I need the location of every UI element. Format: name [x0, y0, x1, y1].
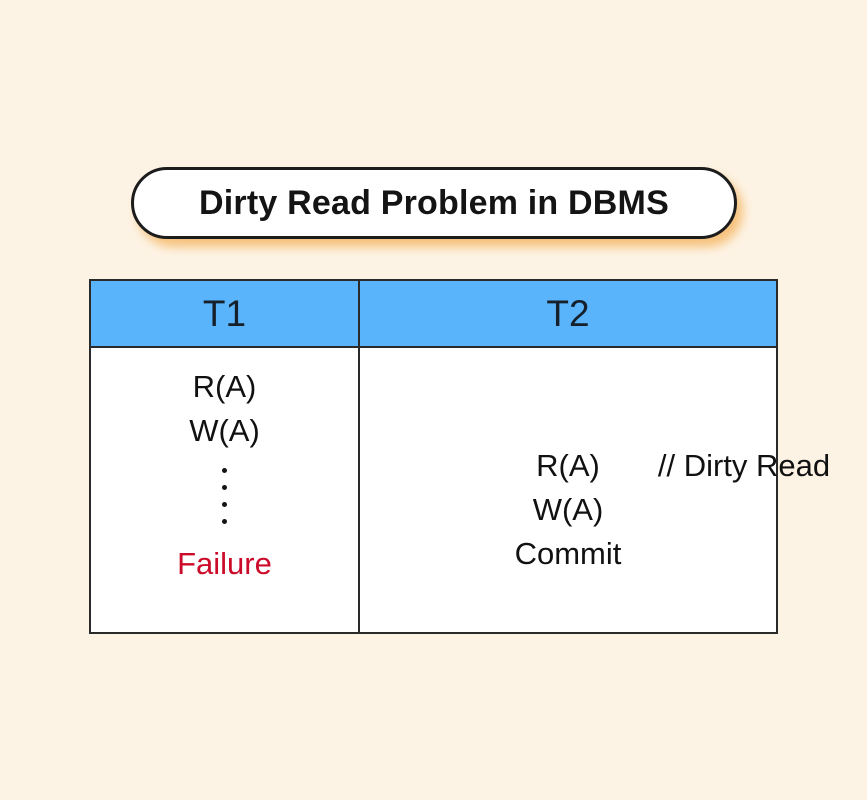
t2-row-commit: Commit [515, 532, 622, 576]
t2-row-write: W(A) [533, 488, 604, 532]
table-header-row: T1 T2 [91, 281, 776, 348]
column-header-t2-label: T2 [546, 293, 590, 334]
t2-operation-commit: Commit [514, 536, 622, 572]
cell-t1: R(A) W(A) Failure [91, 348, 360, 632]
t2-operation-read: R(A) [536, 448, 600, 483]
vertical-ellipsis-icon [222, 462, 227, 530]
t1-operation-list: R(A) W(A) Failure [91, 348, 358, 582]
cell-t2: R(A) // Dirty Read W(A) Commit [360, 348, 831, 632]
transaction-schedule-table: T1 T2 R(A) W(A) Failure R(A) [89, 279, 831, 634]
t1-operation-write: W(A) [189, 413, 260, 449]
t2-dirty-read-comment: // Dirty Read [657, 448, 831, 483]
column-header-t1: T1 [91, 281, 360, 346]
t2-operation-list: R(A) // Dirty Read W(A) Commit [360, 444, 831, 576]
title-pill: Dirty Read Problem in DBMS [131, 167, 737, 239]
page-title: Dirty Read Problem in DBMS [199, 184, 669, 222]
t2-row-read: R(A) // Dirty Read [536, 444, 830, 488]
title-banner: Dirty Read Problem in DBMS [131, 167, 743, 247]
t2-operation-write: W(A) [532, 492, 604, 528]
column-header-t1-label: T1 [202, 293, 247, 334]
t1-operation-read: R(A) [192, 369, 257, 404]
t1-failure-label: Failure [177, 546, 272, 582]
column-header-t2: T2 [360, 281, 776, 346]
table-body-row: R(A) W(A) Failure R(A) // Dirty Read W(A… [91, 348, 831, 632]
